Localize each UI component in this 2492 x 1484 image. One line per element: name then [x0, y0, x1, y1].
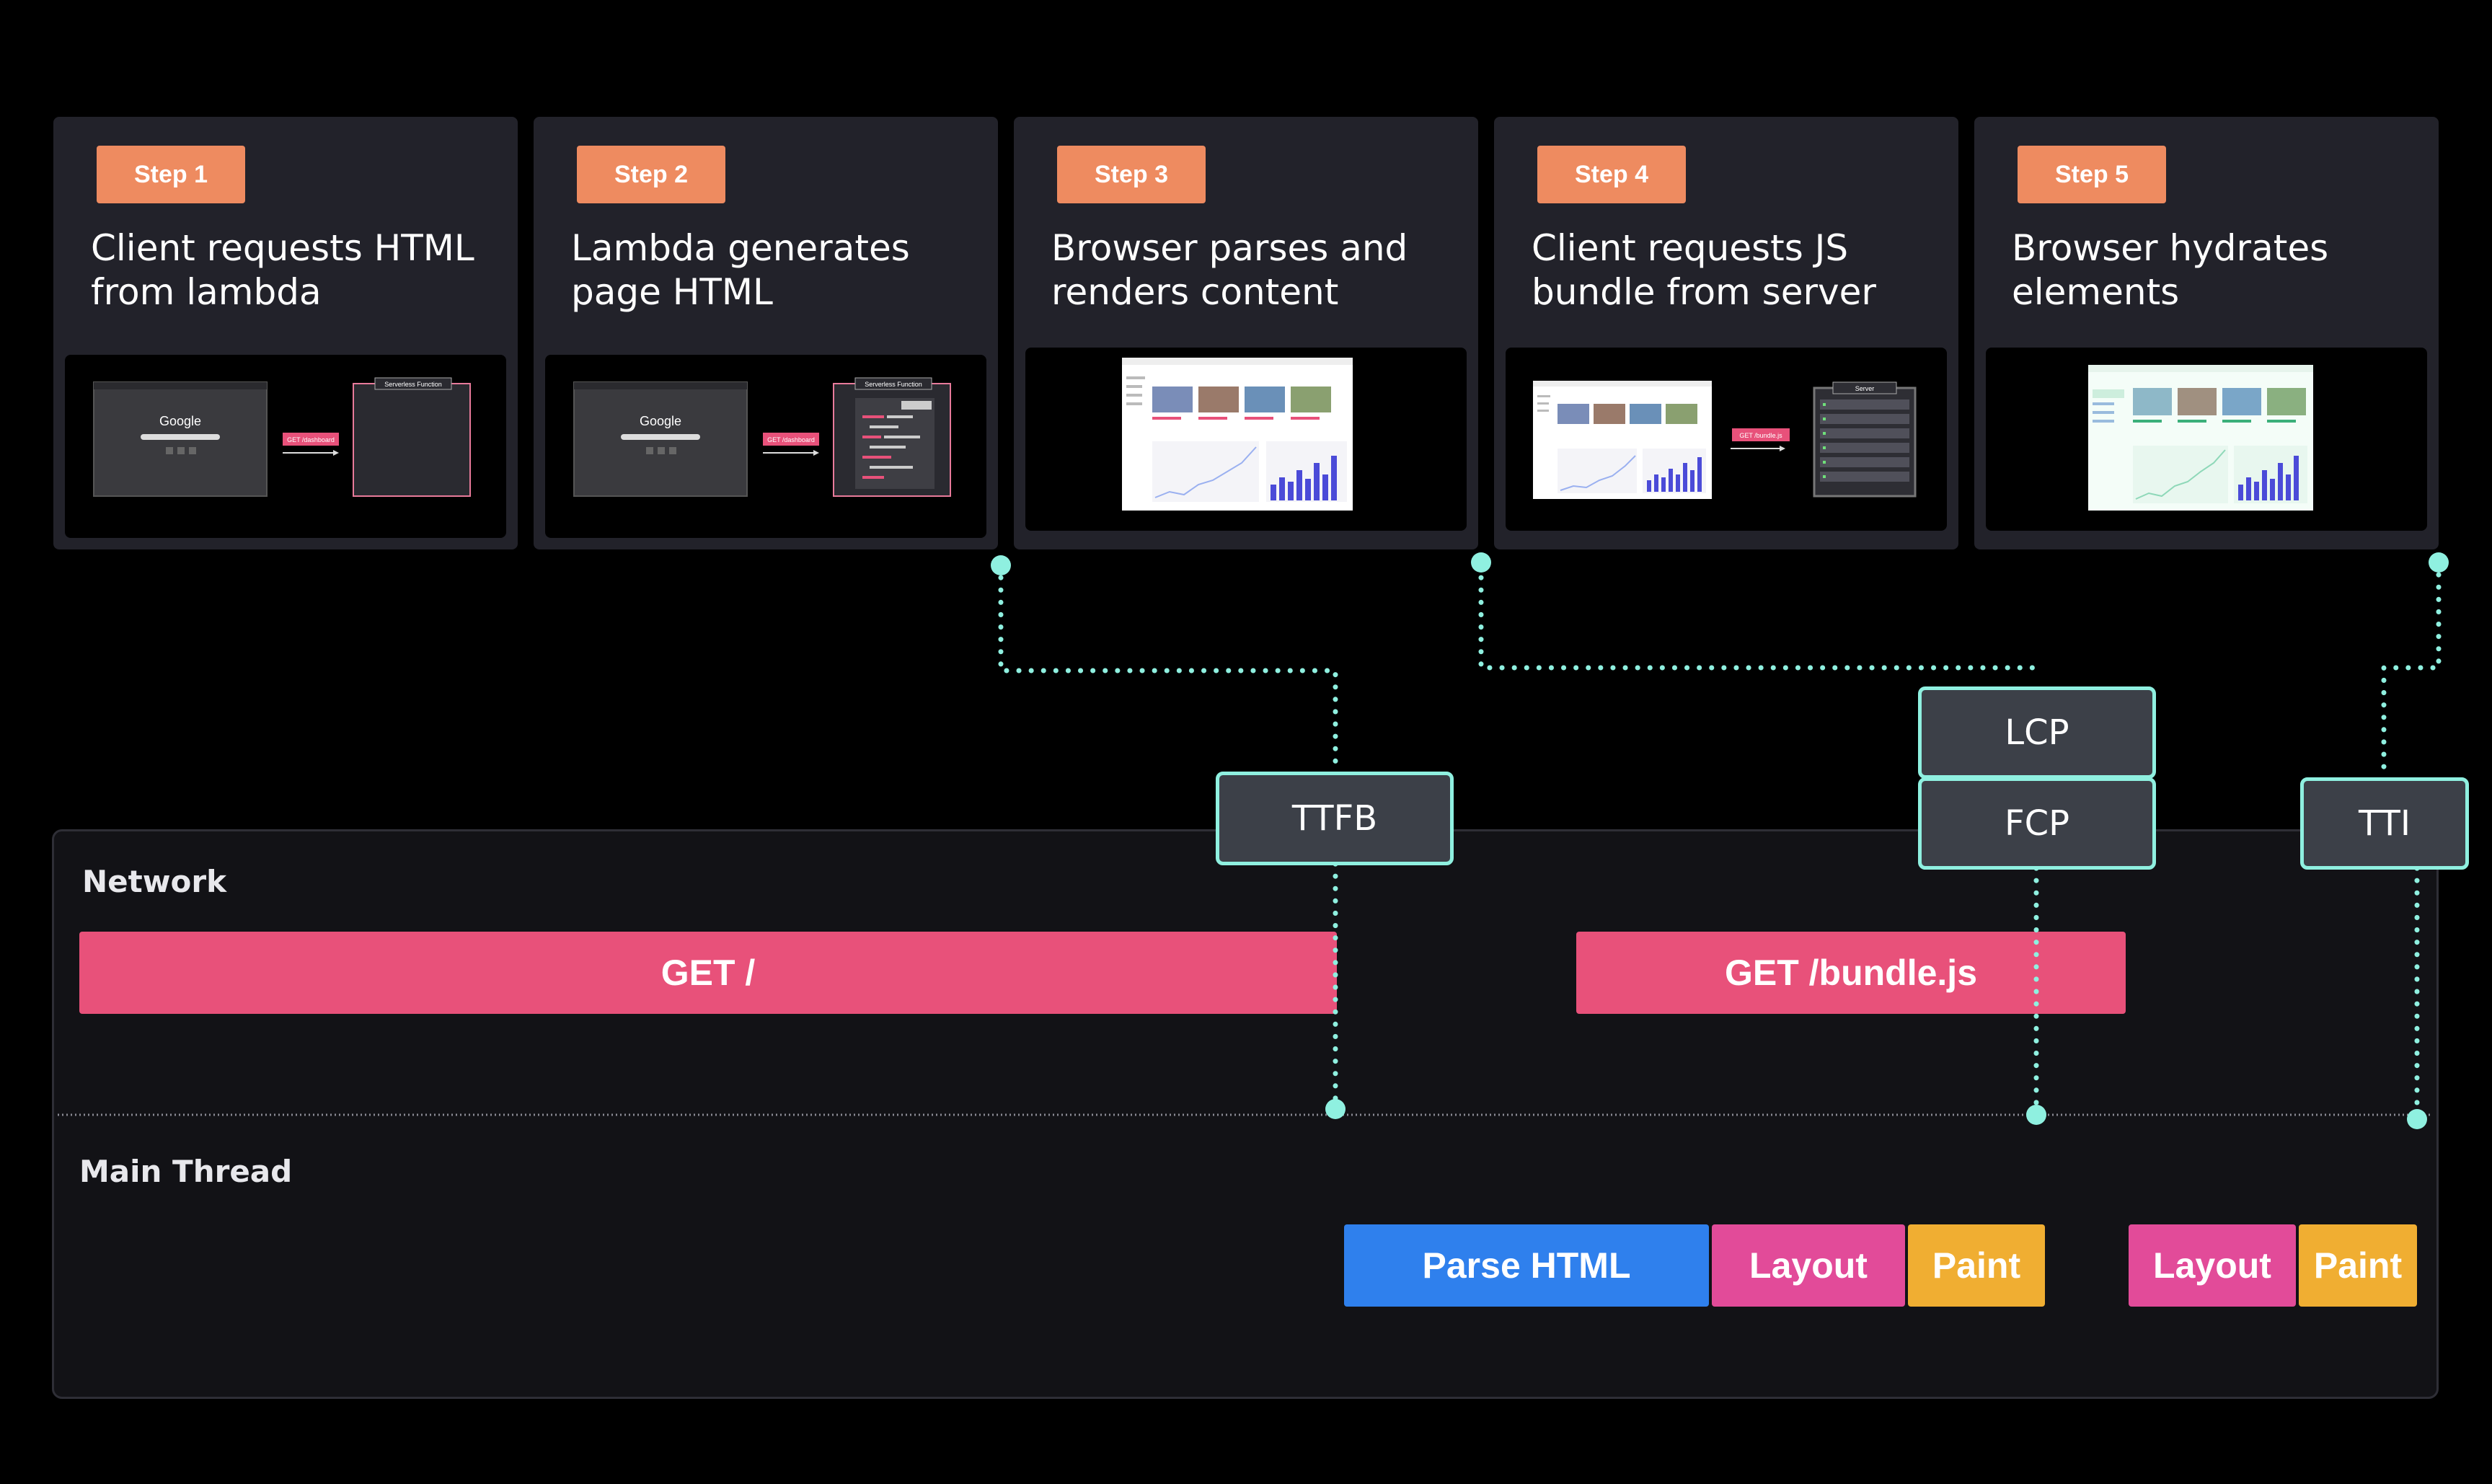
tti-marker — [2407, 1109, 2427, 1129]
serverless-label: Serverless Function — [384, 381, 442, 388]
serverless-label: Serverless Function — [865, 381, 922, 388]
lcp-metric: LCP — [1918, 686, 2156, 779]
main-thread-task: Paint — [1908, 1224, 2045, 1307]
step-badge: Step 4 — [1537, 146, 1686, 203]
fcp-metric: FCP — [1918, 777, 2156, 870]
google-logo-text: Google — [640, 414, 681, 428]
step-badge: Step 2 — [577, 146, 725, 203]
ttfb-marker — [1325, 1099, 1346, 1119]
main-thread-task: Layout — [1712, 1224, 1905, 1307]
main-thread-task: Layout — [2129, 1224, 2296, 1307]
main-thread-task: Parse HTML — [1344, 1224, 1709, 1307]
ttfb-connector — [998, 562, 1338, 774]
step-badge: Step 1 — [97, 146, 245, 203]
main-thread-task: Paint — [2299, 1224, 2417, 1307]
step-badge: Step 5 — [2018, 146, 2166, 203]
request-label: GET /dashboard — [767, 436, 815, 443]
hydrated-dashboard-illustration — [2088, 365, 2313, 511]
server-label: Server — [1855, 385, 1875, 392]
rendered-dashboard-illustration — [1122, 358, 1353, 511]
step-illustration: Google GET /dashboard Serverless Functio… — [545, 355, 986, 538]
lambda-generating-illustration: Google GET /dashboard Serverless Functio… — [573, 377, 951, 497]
google-logo-text: Google — [159, 414, 201, 428]
network-request-bar: GET / — [79, 932, 1337, 1014]
step-illustration: GET /bundle.js Server — [1506, 348, 1947, 531]
network-label: Network — [82, 864, 227, 899]
step-illustration — [1986, 348, 2427, 531]
step-illustration — [1025, 348, 1467, 531]
step-badge: Step 3 — [1057, 146, 1206, 203]
tti-metric: TTI — [2300, 777, 2469, 870]
fcp-marker — [2026, 1105, 2046, 1125]
step-3-end-marker — [991, 555, 1011, 575]
bundle-request-illustration: GET /bundle.js Server — [1533, 381, 1917, 499]
step-4-start-marker — [1471, 552, 1491, 573]
network-request-bar: GET /bundle.js — [1576, 932, 2126, 1014]
step-illustration: Google GET /dashboard Serverless Functio… — [65, 355, 506, 538]
main-thread-label: Main Thread — [79, 1154, 293, 1189]
lcp-connector — [1478, 562, 2039, 671]
tti-connector — [2381, 560, 2442, 779]
step-5-end-marker — [2429, 552, 2449, 573]
browser-to-lambda-illustration: Google GET /dashboard Serverless Functio… — [93, 377, 471, 497]
bundle-request-label: GET /bundle.js — [1739, 432, 1782, 439]
request-label: GET /dashboard — [287, 436, 335, 443]
ttfb-metric: TTFB — [1216, 772, 1454, 865]
